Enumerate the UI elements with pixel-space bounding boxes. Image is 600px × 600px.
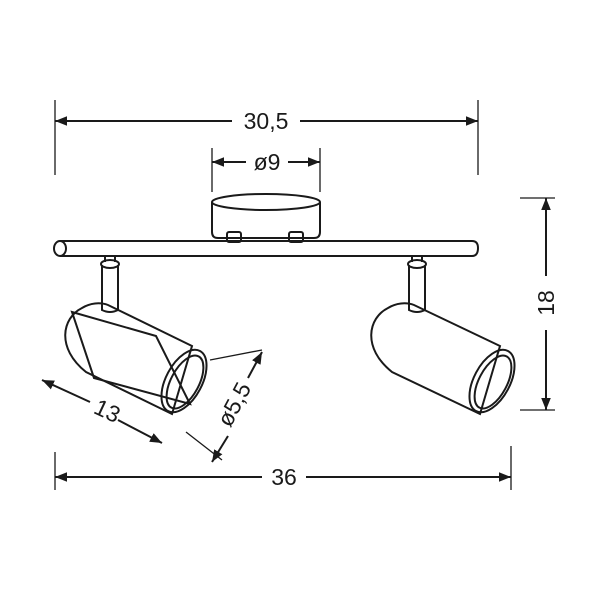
lamp-left-spot xyxy=(64,256,208,416)
lamp-canopy xyxy=(211,193,321,243)
top-width-label: 30,5 xyxy=(244,108,289,134)
dimension-top-width: 30,5 xyxy=(54,100,479,175)
lamp-right-spot xyxy=(370,256,516,416)
total-width-label: 36 xyxy=(271,464,297,490)
dimension-spot-length: 13 xyxy=(41,379,163,444)
lamp-bar xyxy=(53,240,480,257)
dimension-total-width: 36 xyxy=(54,446,512,490)
spot-diameter-label: ø5,5 xyxy=(212,378,257,431)
height-label: 18 xyxy=(533,290,559,316)
spot-length-label: 13 xyxy=(90,394,124,428)
dimension-spot-diameter: ø5,5 xyxy=(185,349,263,463)
dimension-canopy-diameter: ø9 xyxy=(211,148,321,192)
canopy-diameter-label: ø9 xyxy=(254,149,281,175)
dimension-height: 18 xyxy=(520,197,559,411)
